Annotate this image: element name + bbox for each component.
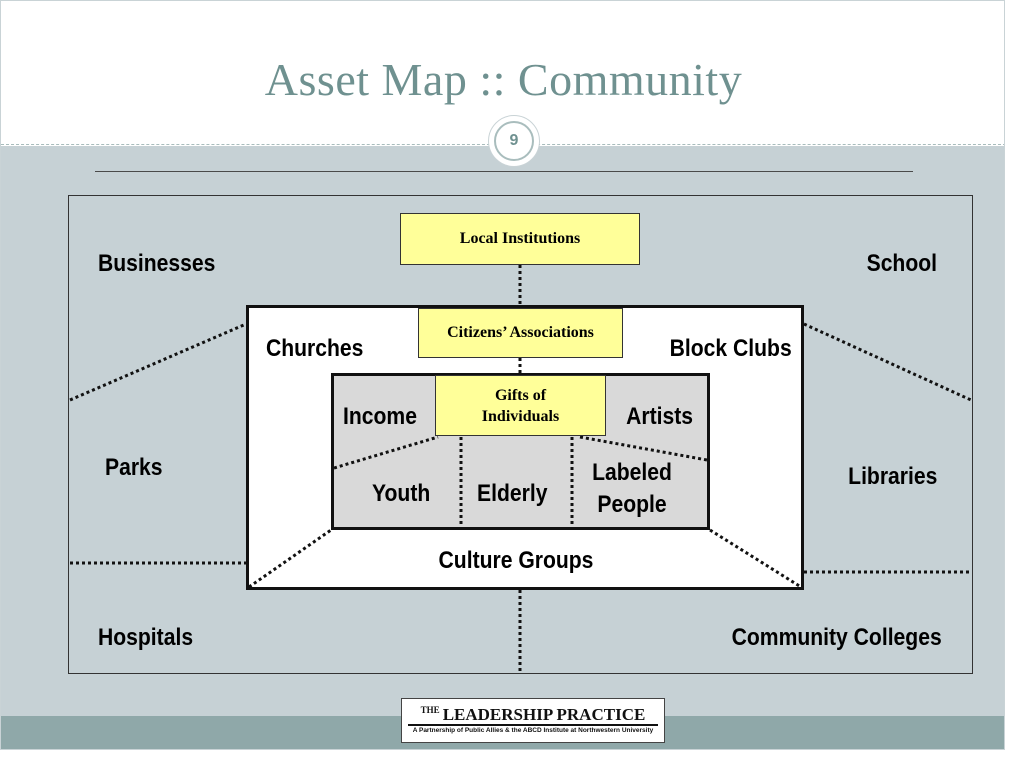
logo-name: LEADERSHIP PRACTICE [442, 705, 646, 724]
page-number-badge: 9 [488, 115, 540, 167]
label-artists: Artists [626, 403, 693, 430]
logo-rule [408, 724, 658, 726]
label-community-colleges: Community Colleges [731, 624, 942, 651]
label-youth: Youth [372, 480, 431, 507]
page-number: 9 [494, 121, 534, 161]
label-elderly: Elderly [477, 480, 548, 507]
label-income: Income [343, 403, 417, 430]
label-labeled-people-line-1: Labeled [592, 459, 672, 486]
label-school: School [866, 250, 937, 277]
label-parks: Parks [105, 454, 163, 481]
slide-title: Asset Map :: Community [264, 54, 743, 105]
logo-the: THE [420, 705, 440, 715]
divider-mid-bottom-right [709, 528, 802, 589]
gifts-of-individuals-box: Gifts of Individuals [435, 375, 606, 436]
divider-top-right [803, 322, 972, 402]
label-churches: Churches [266, 335, 364, 362]
label-block-clubs: Block Clubs [669, 335, 792, 362]
label-culture-groups: Culture Groups [438, 547, 594, 574]
label-labeled-people: Labeled People [584, 457, 681, 521]
divider-mid-bottom-left [248, 528, 332, 589]
title-underline [95, 171, 913, 172]
label-businesses: Businesses [98, 250, 216, 277]
gifts-line-1: Gifts of [494, 386, 547, 404]
divider-top-left [69, 322, 247, 402]
local-institutions-box: Local Institutions [400, 213, 640, 265]
logo-tagline: A Partnership of Public Allies & the ABC… [412, 727, 654, 734]
label-labeled-people-line-2: People [597, 491, 667, 518]
gifts-line-2: Individuals [481, 407, 560, 425]
divider-inner-left [333, 435, 439, 470]
citizens-associations-box: Citizens’ Associations [418, 308, 623, 358]
community-outer-box [68, 195, 973, 674]
label-libraries: Libraries [847, 463, 937, 490]
label-hospitals: Hospitals [98, 624, 194, 651]
